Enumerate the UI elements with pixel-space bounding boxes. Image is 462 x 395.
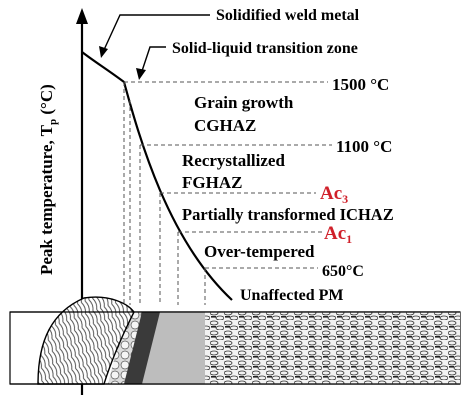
parent-metal-region	[205, 312, 460, 384]
zone-over-tempered-label: Over-tempered	[204, 242, 315, 261]
ac1-label: Ac1	[324, 223, 352, 246]
zone-ichaz-label: Partially transformed ICHAZ	[182, 205, 394, 224]
weld-metal-label: Solidified weld metal	[216, 7, 360, 24]
temp-1100-label: 1100 °C	[336, 137, 392, 156]
weld-bead	[37, 296, 135, 385]
temperature-guide-lines	[124, 81, 332, 269]
y-axis-label: Peak temperature, Tp (°C)	[37, 84, 59, 275]
zone-boundary-lines	[123, 82, 206, 305]
peak-temperature-curve	[81, 51, 233, 301]
callout-transition-zone	[136, 46, 166, 80]
callout-weld-metal	[99, 14, 210, 58]
zone-grain-growth-label: Grain growth	[194, 93, 294, 112]
ac3-label: Ac3	[320, 183, 348, 206]
temp-1500-label: 1500 °C	[332, 75, 389, 94]
transition-zone-label: Solid-liquid transition zone	[172, 40, 358, 57]
zone-recrystallized-label: Recrystallized	[182, 151, 285, 170]
zone-unaffected-label: Unaffected PM	[240, 287, 344, 304]
temp-650-label: 650°C	[322, 263, 364, 280]
fghaz-region	[122, 312, 160, 384]
weld-specimen	[9, 296, 461, 385]
zone-cghaz-label: CGHAZ	[194, 116, 256, 135]
cghaz-region	[108, 312, 142, 384]
zone-fghaz-label: FGHAZ	[182, 173, 242, 192]
